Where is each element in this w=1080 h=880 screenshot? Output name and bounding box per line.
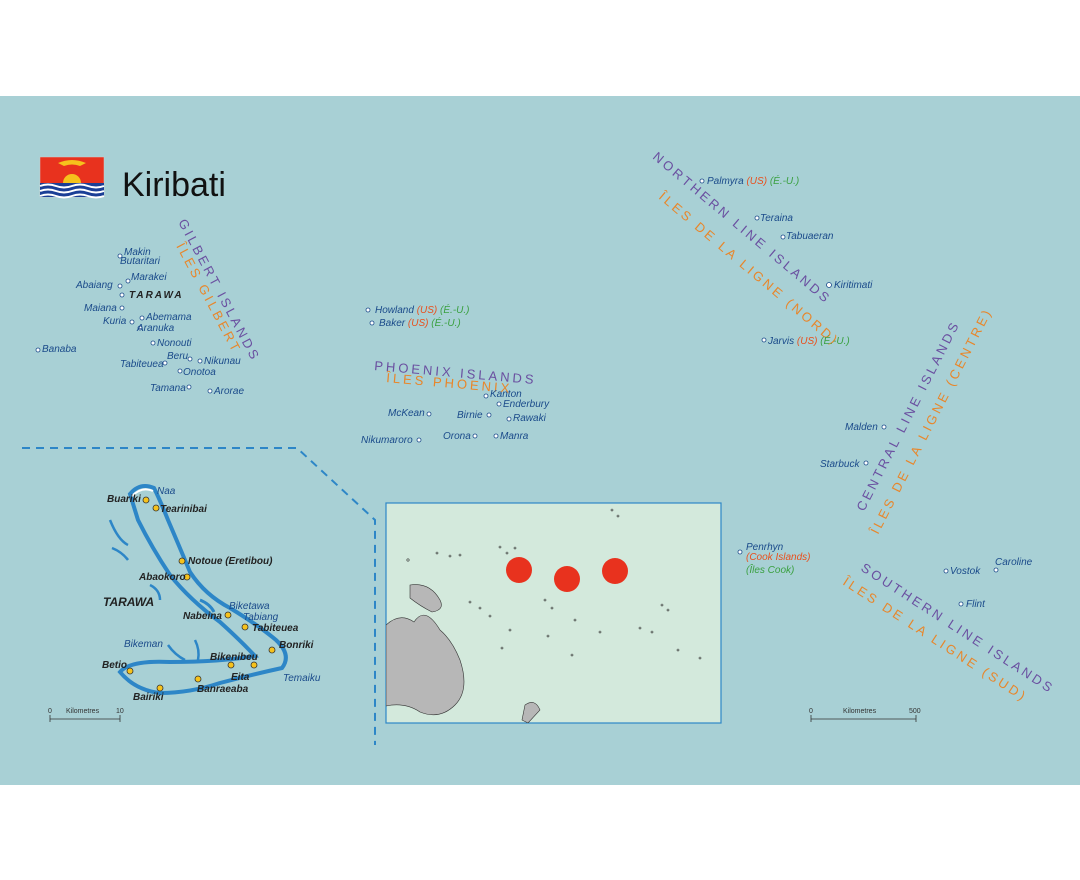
island-marakei: Marakei	[131, 272, 167, 283]
island-makin: Makin	[124, 247, 151, 258]
region-northern-fr: ÎLES DE LA LIGNE (NORD)	[655, 188, 842, 349]
town-betio: Betio	[102, 660, 127, 671]
island-rawaki: Rawaki	[513, 413, 547, 424]
gilbert-islands: Makin Butaritari Marakei Abaiang TARAWA …	[35, 247, 244, 397]
svg-text:Palmyra (US) (É.-U.): Palmyra (US) (É.-U.)	[707, 174, 799, 187]
tarawa-inset-title: TARAWA	[103, 595, 154, 609]
island-enderbury: Enderbury	[503, 399, 550, 410]
island-maiana: Maiana	[84, 303, 117, 314]
locator-line-marker	[602, 558, 628, 584]
kiribati-flag-icon	[39, 156, 105, 199]
town-abaokoro: Abaokoro	[138, 572, 186, 583]
map-title: Kiribati	[122, 166, 226, 204]
island-tabiteuea: Tabiteuea	[120, 359, 164, 370]
island-baker: Baker	[379, 318, 406, 329]
town-naa: Naa	[157, 486, 176, 497]
island-abemama: Abemama	[145, 312, 192, 323]
town-notoue: Notoue (Eretibou)	[188, 556, 273, 567]
island-starbuck: Starbuck	[820, 459, 860, 470]
island-kanton: Kanton	[490, 389, 522, 400]
island-butaritari: Butaritari	[120, 256, 161, 267]
island-orona: Orona	[443, 431, 471, 442]
svg-text:500: 500	[909, 708, 921, 715]
svg-text:0: 0	[48, 708, 52, 715]
town-tabiteuea: Tabiteuea	[252, 623, 299, 634]
island-palmyra: Palmyra	[707, 176, 744, 187]
island-howland: Howland	[375, 305, 414, 316]
svg-text:0: 0	[809, 708, 813, 715]
island-mckean: McKean	[388, 408, 425, 419]
island-kiritimati: Kiritimati	[834, 280, 873, 291]
island-tamana: Tamana	[150, 383, 186, 394]
town-bonriki: Bonriki	[279, 640, 314, 651]
town-bairiki: Bairiki	[133, 692, 164, 703]
svg-text:Kilometres: Kilometres	[66, 708, 100, 715]
town-bikeman: Bikeman	[124, 639, 163, 650]
island-nonouti: Nonouti	[157, 338, 192, 349]
town-temaiku: Temaiku	[283, 673, 321, 684]
island-aranuka: Aranuka	[136, 323, 175, 334]
svg-text:Kilometres: Kilometres	[843, 708, 877, 715]
region-central-en: CENTRAL LINE ISLANDS	[853, 318, 963, 514]
tarawa-inset: TARAWA Buariki Naa Tearinibai Notoue (Er…	[102, 484, 321, 703]
island-jarvis: Jarvis	[767, 336, 794, 347]
island-banaba: Banaba	[42, 344, 77, 355]
region-southern-fr: ÎLES DE LA LIGNE (SUD)	[840, 573, 1031, 704]
line-islands: Palmyra (US) (É.-U.) Teraina Tabuaeran K…	[699, 174, 1033, 610]
island-kuria: Kuria	[103, 316, 127, 327]
locator-inset	[385, 502, 722, 724]
island-birnie: Birnie	[457, 410, 483, 421]
island-malden: Malden	[845, 422, 878, 433]
island-abaiang: Abaiang	[75, 280, 113, 291]
locator-gilbert-marker	[506, 557, 532, 583]
island-penrhyn: Penrhyn	[746, 542, 784, 553]
scale-bar-left: 0 Kilometres 10	[48, 708, 124, 722]
island-onotoa: Onotoa	[183, 367, 216, 378]
island-tarawa: TARAWA	[129, 290, 184, 301]
locator-phoenix-marker	[554, 566, 580, 592]
island-manra: Manra	[500, 431, 529, 442]
region-southern-en: SOUTHERN LINE ISLANDS	[858, 560, 1057, 697]
map-canvas: Kiribati GILBERT ISLANDS ÎLES GILBERT PH…	[0, 96, 1080, 785]
phoenix-islands: Howland (US) (É.-U.) Baker (US) (É.-U.) …	[361, 303, 550, 446]
island-caroline: Caroline	[995, 557, 1033, 568]
town-bikenibeu: Bikenibeu	[210, 652, 258, 663]
island-flint: Flint	[966, 599, 986, 610]
town-buariki: Buariki	[107, 494, 141, 505]
svg-text:Howland (US) (É.-U.): Howland (US) (É.-U.)	[375, 303, 470, 316]
region-northern-en: NORTHERN LINE ISLANDS	[650, 149, 834, 307]
town-eita: Eita	[231, 672, 250, 683]
island-vostok: Vostok	[950, 566, 981, 577]
svg-text:Baker (US) (É.-U.): Baker (US) (É.-U.)	[379, 316, 461, 329]
island-arorae: Arorae	[213, 386, 244, 397]
town-tearinibai: Tearinibai	[160, 504, 207, 515]
town-banraeaba: Banraeaba	[197, 684, 249, 695]
scale-bar-right: 0 Kilometres 500	[809, 708, 921, 722]
svg-text:Jarvis (US) (É.-U.): Jarvis (US) (É.-U.)	[767, 334, 850, 347]
island-nikunau: Nikunau	[204, 356, 241, 367]
island-beru: Beru	[167, 351, 189, 362]
svg-text:10: 10	[116, 708, 124, 715]
town-nabeina: Nabeina	[183, 611, 222, 622]
island-tabuaeran: Tabuaeran	[786, 231, 834, 242]
town-tabiang: Tabiang	[243, 612, 279, 623]
island-nikumaroro: Nikumaroro	[361, 435, 413, 446]
region-central-fr: ÎLES DE LA LIGNE (CENTRE)	[867, 305, 995, 537]
penrhyn-cook: (Cook Islands)	[746, 552, 810, 563]
penrhyn-cook-fr: (Îles Cook)	[746, 563, 794, 576]
inset-divider	[22, 447, 376, 745]
map-svg: Kiribati GILBERT ISLANDS ÎLES GILBERT PH…	[22, 149, 1058, 745]
island-teraina: Teraina	[760, 213, 793, 224]
town-biketawa: Biketawa	[229, 601, 270, 612]
